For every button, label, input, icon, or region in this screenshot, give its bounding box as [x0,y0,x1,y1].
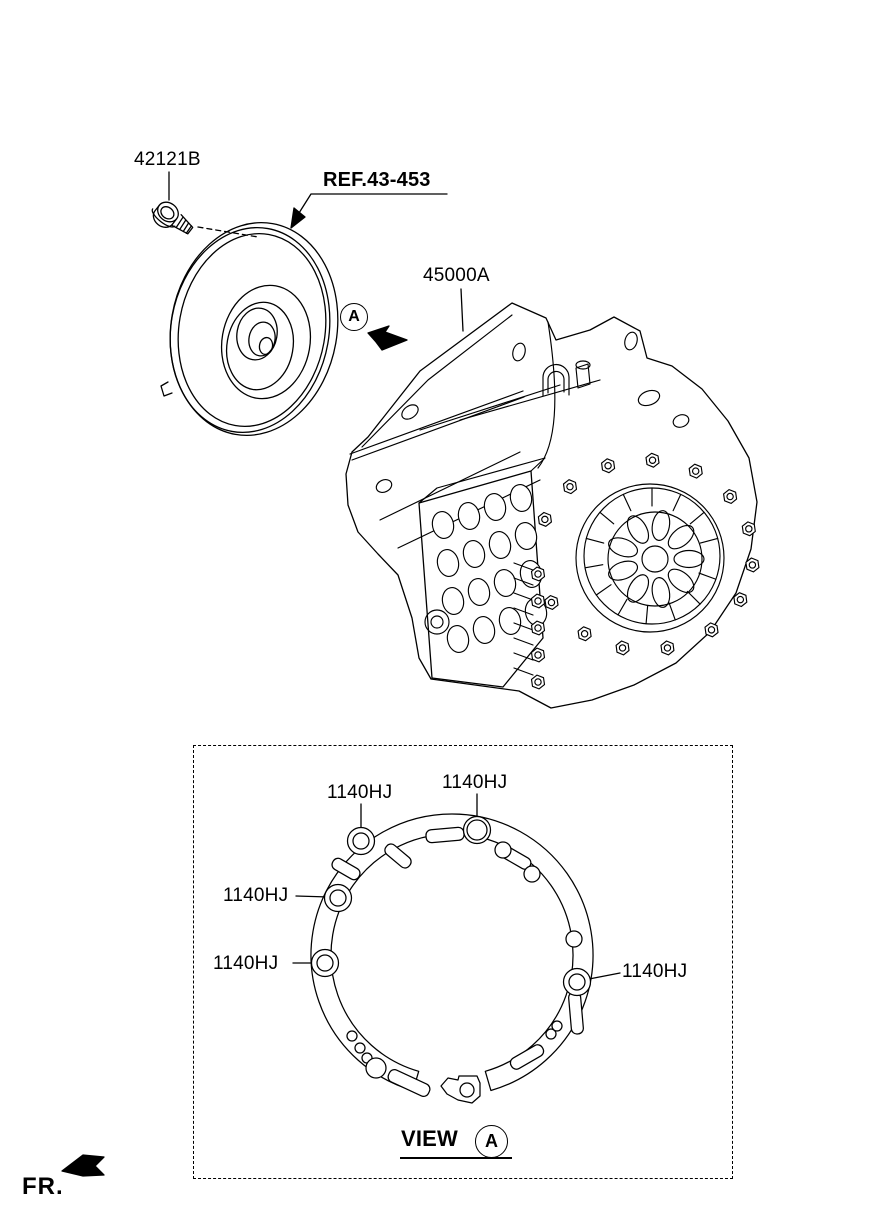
front-direction-arrow [61,1154,105,1177]
gasket-part-label-1[interactable]: 1140HJ [327,782,393,803]
torque-converter-drawing [160,221,339,437]
gasket-drawing [310,813,594,1104]
view-title: VIEW [401,1126,459,1151]
view-a-boundary-box [193,745,733,1179]
gasket-leader-5 [588,972,621,980]
converter-edge-tab [160,381,173,397]
reference-label[interactable]: REF.43-453 [323,169,431,191]
ref-leader-line [298,193,448,214]
bolt-drawing [151,201,194,235]
bolt-part-label[interactable]: 42121B [134,149,201,170]
section-marker-a: A [340,303,368,331]
view-title-underline [400,1157,512,1159]
transaxle-drawing [345,302,760,709]
gasket-part-label-3[interactable]: 1140HJ [223,885,289,906]
leader-lines [168,171,621,980]
view-direction-arrow [367,325,408,351]
front-direction-label: FR. [22,1173,64,1200]
gasket-part-label-5[interactable]: 1140HJ [622,961,688,982]
gasket-part-label-4[interactable]: 1140HJ [213,953,279,974]
assembly-part-label[interactable]: 45000A [423,265,490,286]
assembly-leader-line [460,288,464,332]
ref-arrowhead [290,207,306,229]
view-marker-a: A [475,1125,508,1158]
gasket-part-label-2[interactable]: 1140HJ [442,772,508,793]
bolt-dashed-leader [197,226,259,238]
